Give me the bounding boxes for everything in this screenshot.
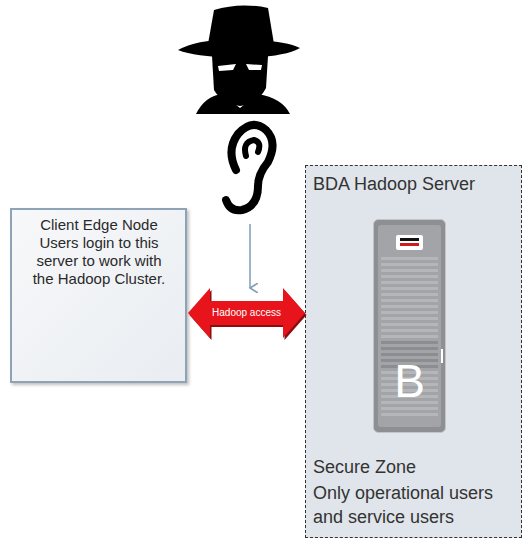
spy-eye [218,64,236,71]
rack-letter: B [373,355,446,407]
rack-slot [381,257,438,260]
rack-slot [381,287,438,290]
spy-eye [246,64,262,70]
rack-slot [381,311,438,314]
node-title: Client Edge Node Users login to this ser… [24,216,174,288]
rack-slot [381,281,438,284]
rack-frame [374,220,446,433]
ear-inner [245,140,259,156]
hat-brim [178,40,300,57]
rack-slot [381,275,438,278]
rack-slot [381,305,438,308]
server-rack: B [373,219,446,433]
rack-slot [381,413,438,416]
rack-logo-bar [400,243,419,246]
listen-arrow [249,224,251,288]
edge-node-box: Client Edge Node Users login to this ser… [10,208,187,383]
rack-slot [381,347,438,350]
rack-logo [396,235,423,250]
rack-slot [381,317,438,320]
rack-slot [381,341,438,344]
spy-figure [178,5,300,114]
rack-handle [441,349,443,363]
rack-slot [381,293,438,296]
rack-slot [381,407,438,410]
rack-slot [381,263,438,266]
hat-crown [208,5,274,44]
double-arrow [188,288,307,340]
rack-slot [381,329,438,332]
spy-collar [196,94,290,114]
rack-slot [381,299,438,302]
node-note: Only operational users and service users [313,481,518,529]
rack-slot [381,323,438,326]
edge-label: Hadoop access [212,307,281,319]
rack-slot [381,335,438,338]
rack-logo-bar [400,238,419,241]
arrow-shadow [190,290,307,340]
node-note: Secure Zone [313,456,518,478]
ear-icon [226,125,273,210]
node-title: BDA Hadoop Server [313,173,518,195]
arrow-body [188,288,305,338]
rack-slot [381,269,438,272]
secure-zone: BDA Hadoop ServerSecure ZoneOnly operati… [305,165,522,538]
